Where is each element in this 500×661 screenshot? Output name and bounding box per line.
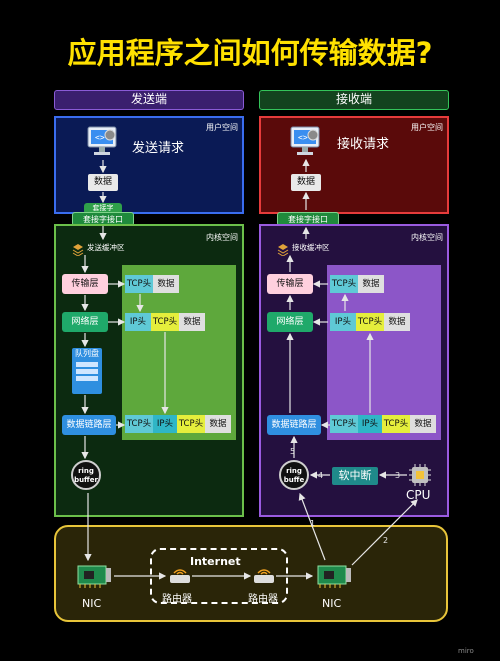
sender-row2-data: 数据 <box>179 313 205 331</box>
receiver-row3-ip: IP头 <box>358 415 382 433</box>
sender-queue-disc: 队列盘 <box>72 348 102 394</box>
receiver-row2-tcp: TCP头 <box>356 313 384 331</box>
sender-row-network: IP头 TCP头 数据 <box>125 313 205 331</box>
receiver-row-link: TCP头 IP头 TCP头 数据 <box>330 415 436 433</box>
sender-row-link: TCP头 IP头 TCP头 数据 <box>125 415 231 433</box>
receiver-buffer-label: 接收缓冲区 <box>292 243 330 252</box>
step-2: 2 <box>383 536 388 545</box>
router-1-icon <box>169 566 191 588</box>
sender-queue-label: 队列盘 <box>75 349 99 358</box>
sender-ring-buffer: ring buffer <box>71 460 101 490</box>
receiver-user-space-label: 用户空间 <box>411 123 443 132</box>
sender-row3-data: 数据 <box>205 415 231 433</box>
watermark: miro <box>458 647 474 655</box>
receiver-kernel-space-label: 内核空间 <box>411 233 443 242</box>
receiver-header: 接收端 <box>259 90 449 110</box>
sender-row3-tcp: TCP头 <box>125 415 153 433</box>
receiver-ring-text-2: buffe <box>283 476 305 484</box>
sender-user-space: 用户空间 <box>54 116 244 214</box>
sender-row1-tcp: TCP头 <box>125 275 153 293</box>
sender-data-chip: 数据 <box>88 174 118 191</box>
sender-ring-text-1: ring <box>78 467 94 475</box>
svg-text:<>: <> <box>95 133 105 142</box>
cpu-chip-icon <box>409 464 431 486</box>
step-1: 1 <box>310 519 315 528</box>
sender-socket-tag: 套接字 <box>84 203 122 214</box>
receiver-user-space: 用户空间 <box>259 116 449 214</box>
nic-right-icon <box>314 560 354 594</box>
sender-request-label: 发送请求 <box>132 141 185 156</box>
sender-row3-tcp2: TCP头 <box>177 415 205 433</box>
step-5: 5 <box>290 447 295 456</box>
nic-left-icon <box>74 560 114 594</box>
page-title: 应用程序之间如何传输数据? <box>67 36 433 70</box>
svg-text:<>: <> <box>298 133 308 142</box>
receiver-app-monitor-icon: <> <box>289 125 323 163</box>
sender-row3-ip: IP头 <box>153 415 177 433</box>
receiver-row1-tcp: TCP头 <box>330 275 358 293</box>
softirq-box: 软中断 <box>332 467 378 485</box>
receiver-data-chip: 数据 <box>291 174 321 191</box>
receiver-ring-text-1: ring <box>286 467 302 475</box>
step-4: 4 <box>318 471 323 480</box>
receiver-network-layer: 网络层 <box>267 312 313 332</box>
sender-user-space-label: 用户空间 <box>206 123 238 132</box>
cpu-label: CPU <box>406 488 431 502</box>
internet-label: Internet <box>190 555 241 568</box>
receiver-row3-tcp2: TCP头 <box>382 415 410 433</box>
receiver-row3-data: 数据 <box>410 415 436 433</box>
receiver-row2-ip: IP头 <box>330 313 356 331</box>
sender-buffer-label: 发送缓冲区 <box>87 243 125 252</box>
step-3: 3 <box>395 471 400 480</box>
receiver-row-network: IP头 TCP头 数据 <box>330 313 410 331</box>
router-2-icon <box>253 566 275 588</box>
sender-transport-layer: 传输层 <box>62 274 108 294</box>
receiver-ring-buffer: ring buffe <box>279 460 309 490</box>
receiver-row1-data: 数据 <box>358 275 384 293</box>
receiver-transport-layer: 传输层 <box>267 274 313 294</box>
nic-right-label: NIC <box>322 597 342 610</box>
receiver-row2-data: 数据 <box>384 313 410 331</box>
receiver-link-layer: 数据链路层 <box>267 415 321 435</box>
receiver-request-label: 接收请求 <box>337 137 390 152</box>
sender-ring-text-2: buffer <box>74 476 98 484</box>
nic-left-label: NIC <box>82 597 102 610</box>
sender-packet-panel <box>122 265 236 440</box>
router-1-label: 路由器 <box>162 594 192 605</box>
sender-kernel-space-label: 内核空间 <box>206 233 238 242</box>
sender-app-monitor-icon: <> <box>86 125 120 163</box>
sender-header: 发送端 <box>54 90 244 110</box>
sender-row2-tcp: TCP头 <box>151 313 179 331</box>
sender-row-transport: TCP头 数据 <box>125 275 179 293</box>
receiver-row3-tcp: TCP头 <box>330 415 358 433</box>
sender-row2-ip: IP头 <box>125 313 151 331</box>
sender-row1-data: 数据 <box>153 275 179 293</box>
receiver-row-transport: TCP头 数据 <box>330 275 384 293</box>
sender-network-layer: 网络层 <box>62 312 108 332</box>
router-2-label: 路由器 <box>248 594 278 605</box>
sender-link-layer: 数据链路层 <box>62 415 116 435</box>
